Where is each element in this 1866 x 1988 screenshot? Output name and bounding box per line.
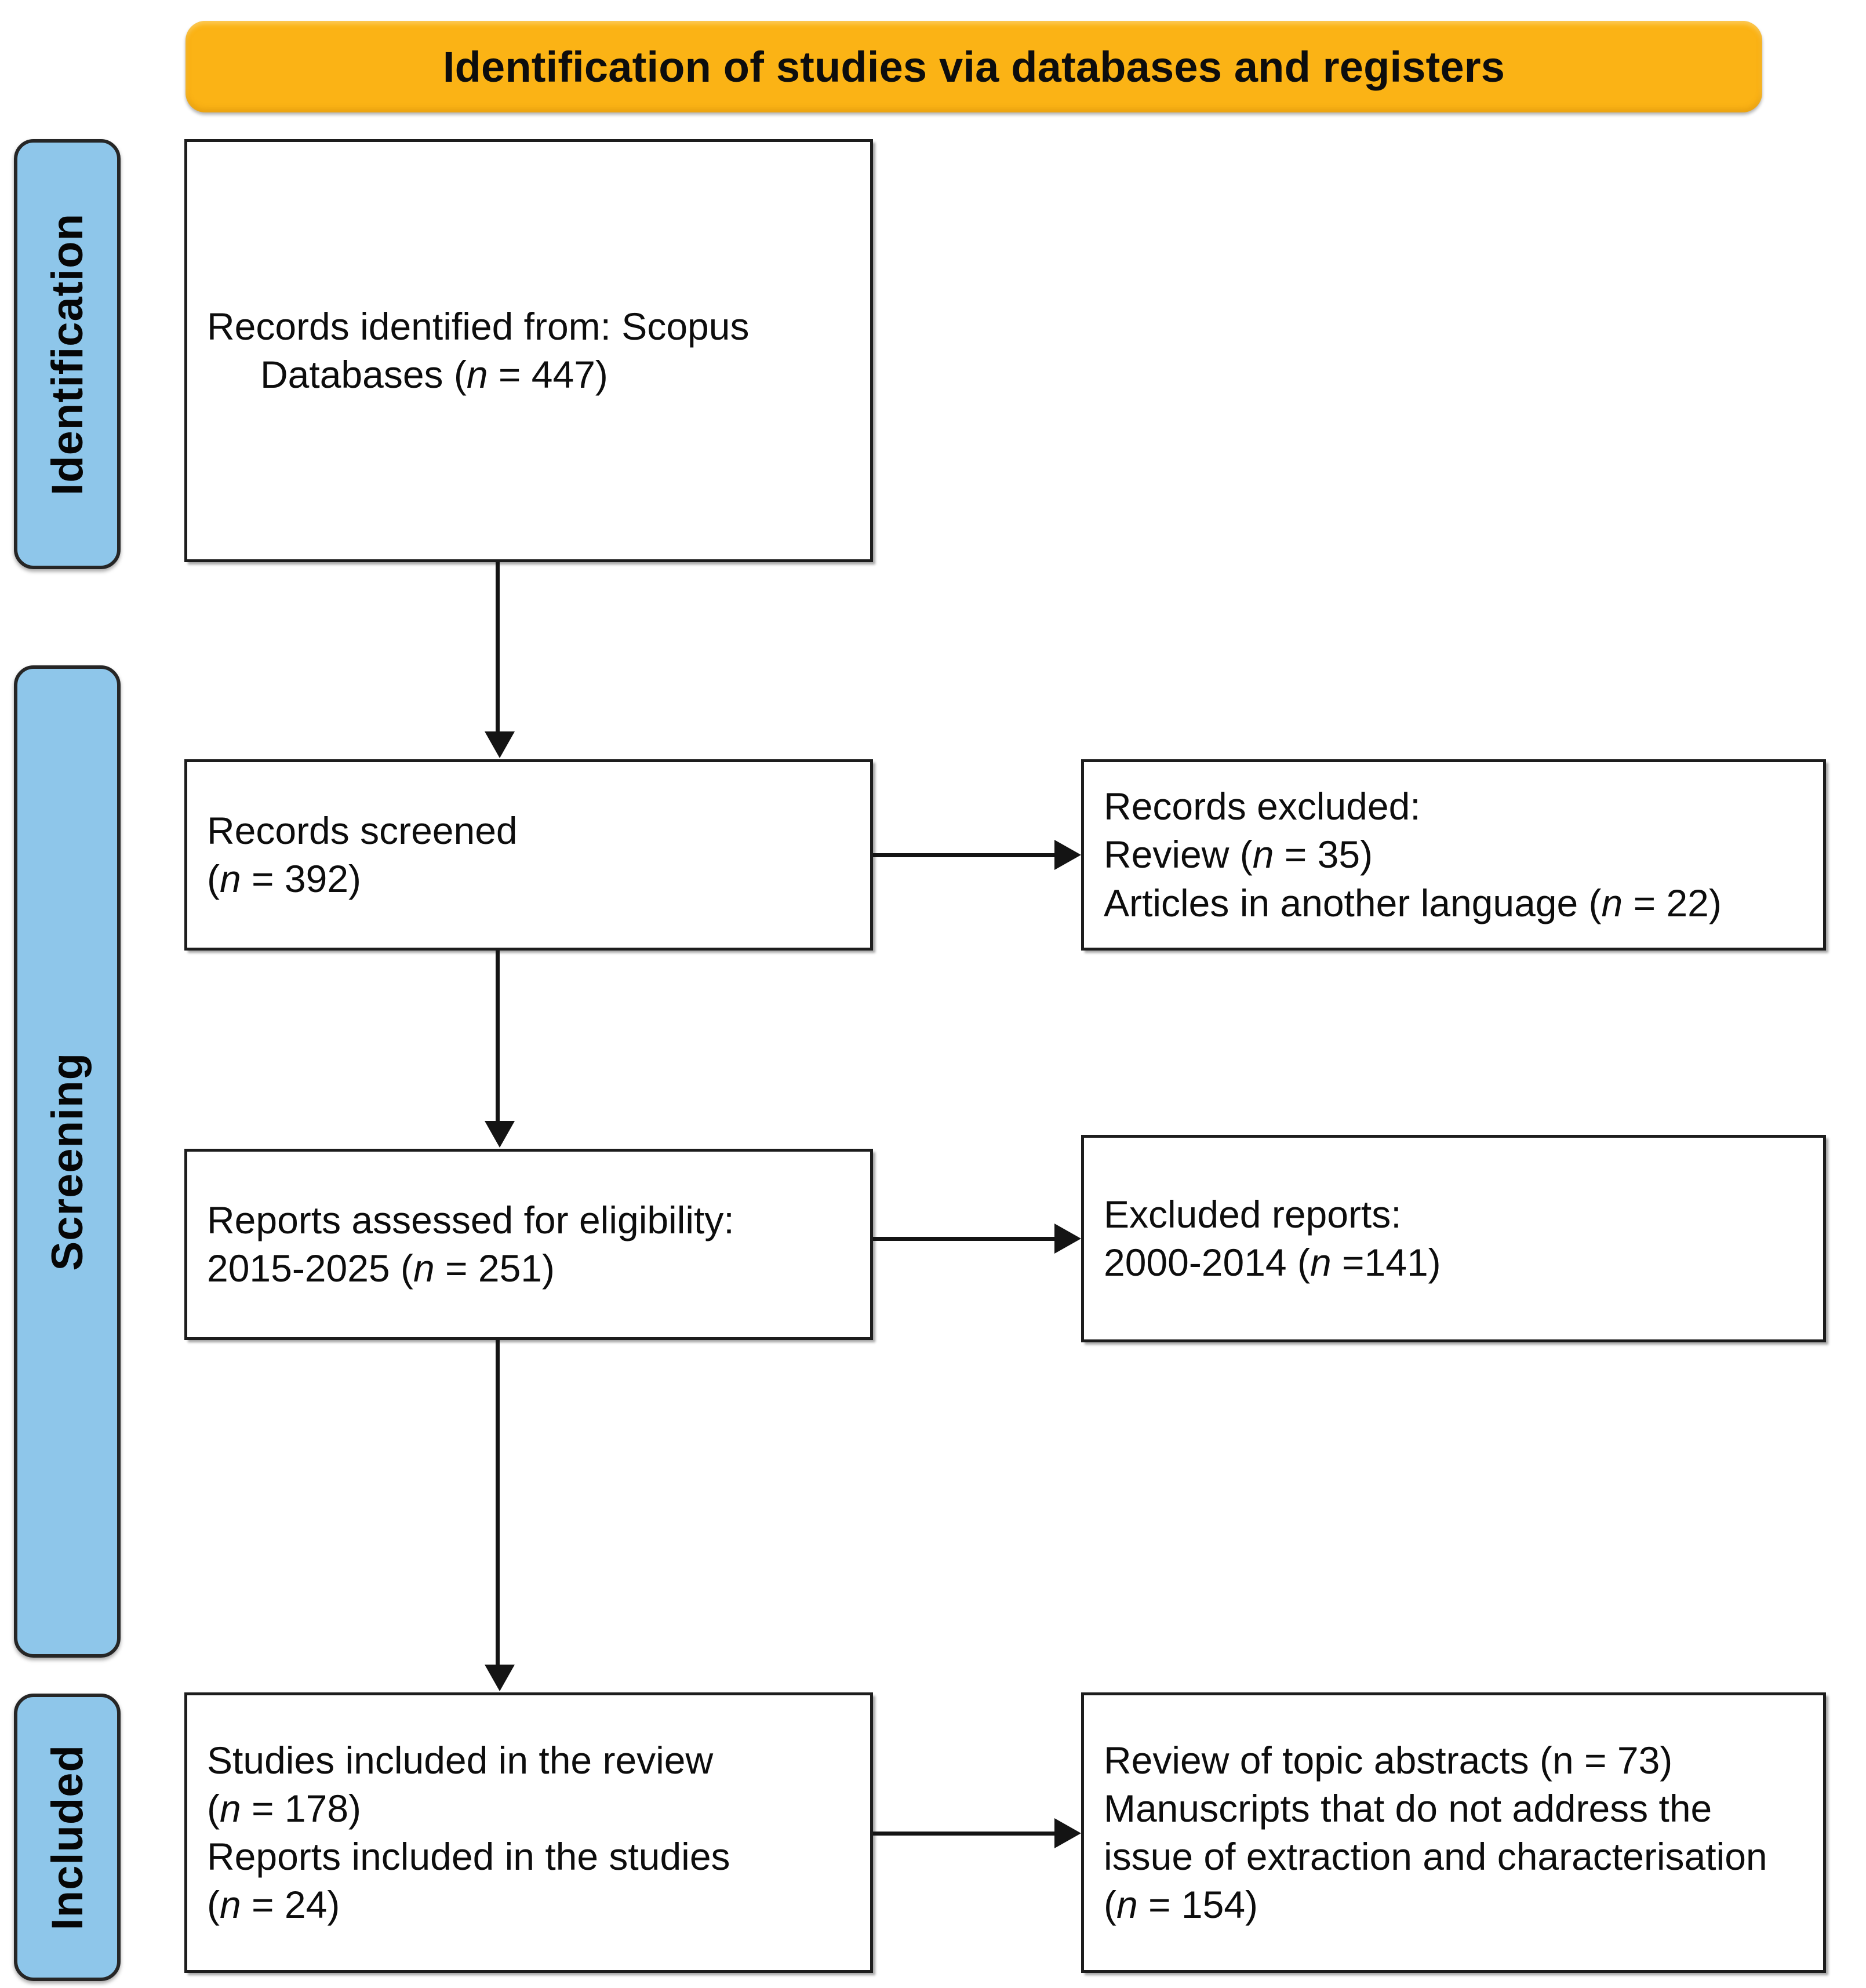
studies-included-line1: Studies included in the review [207,1738,714,1782]
arrowhead-down-icon [485,1665,515,1691]
stage-tab-screening-label: Screening [42,1052,92,1271]
box-excluded-final: Review of topic abstracts (n = 73) Manus… [1081,1692,1826,1973]
connector-screened-to-excluded-records [873,853,1055,857]
excluded-reports-line2: 2000-2014 (n =141) [1104,1241,1441,1284]
box-records-screened: Records screened (n = 392) [184,759,873,951]
box-excluded-reports: Excluded reports: 2000-2014 (n =141) [1081,1135,1826,1342]
reports-assessed-line2: 2015-2025 (n = 251) [207,1247,555,1290]
records-identified-line1: Records identified from: Scopus [207,304,750,348]
studies-included-line4: (n = 24) [207,1883,340,1927]
box-reports-assessed-eligibility: Reports assessed for eligibility: 2015-2… [184,1149,873,1340]
excluded-reports-line1: Excluded reports: [1104,1192,1402,1236]
reports-assessed-line1: Reports assessed for eligibility: [207,1198,734,1241]
stage-tab-identification-label: Identification [42,213,92,496]
stage-tab-included-label: Included [42,1744,92,1931]
connector-included-to-excluded-final [873,1832,1055,1836]
diagram-header-banner: Identification of studies via databases … [185,21,1762,112]
excluded-final-line2: Manuscripts that do not address the [1104,1786,1712,1830]
studies-included-line3: Reports included in the studies [207,1835,730,1878]
records-identified-line2: Databases (n = 447) [260,353,608,396]
connector-screened-to-eligibility [496,951,500,1122]
arrowhead-right-icon [1054,1224,1081,1254]
records-excluded-line1: Records excluded: [1104,785,1421,828]
stage-tab-screening: Screening [14,665,121,1658]
box-records-identified: Records identified from: Scopus Database… [184,139,873,562]
records-excluded-line2: Review (n = 35) [1104,833,1373,876]
connector-eligibility-to-included [496,1340,500,1666]
arrowhead-right-icon [1054,840,1081,870]
diagram-title: Identification of studies via databases … [442,42,1505,91]
arrowhead-down-icon [485,1121,515,1148]
box-records-excluded: Records excluded: Review (n = 35) Articl… [1081,759,1826,951]
connector-eligibility-to-excluded-reports [873,1237,1055,1241]
stage-tab-identification: Identification [14,139,121,569]
records-screened-line1: Records screened [207,809,518,852]
connector-identified-to-screened [496,562,500,733]
records-screened-line2: (n = 392) [207,857,362,900]
excluded-final-line4: (n = 154) [1104,1883,1258,1927]
box-studies-included: Studies included in the review (n = 178)… [184,1692,873,1973]
arrowhead-down-icon [485,731,515,758]
records-excluded-line3: Articles in another language (n = 22) [1104,881,1722,924]
arrowhead-right-icon [1054,1818,1081,1848]
stage-tab-included: Included [14,1694,121,1981]
excluded-final-line1: Review of topic abstracts (n = 73) [1104,1738,1673,1782]
studies-included-line2: (n = 178) [207,1786,362,1830]
excluded-final-line3: issue of extraction and characterisation [1104,1835,1767,1878]
